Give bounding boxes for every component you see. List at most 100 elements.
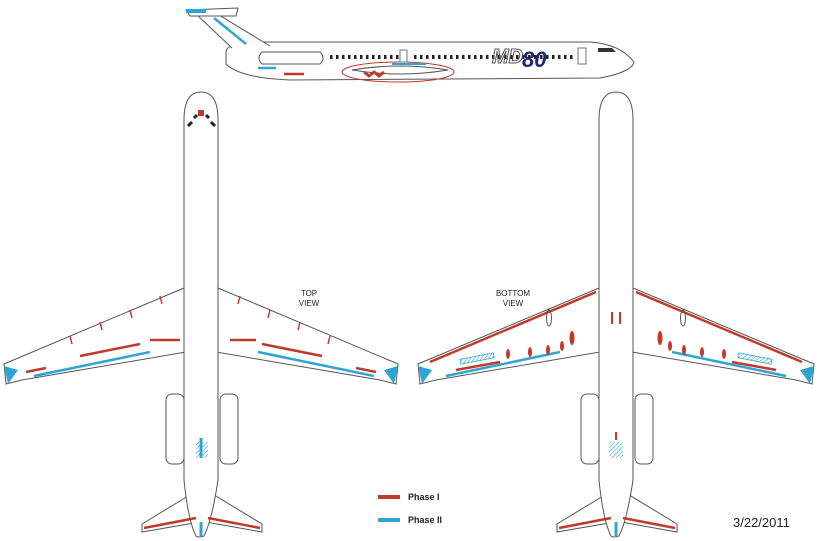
legend: Phase I Phase II xyxy=(378,490,442,536)
side-window xyxy=(444,55,447,59)
side-window xyxy=(396,55,399,59)
legend-item-phase2: Phase II xyxy=(378,513,442,527)
bottom-hatched-panel xyxy=(609,442,623,458)
top-phase2-right-wingtip xyxy=(384,366,398,384)
side-window xyxy=(528,55,531,59)
side-window xyxy=(372,55,375,59)
side-window xyxy=(516,55,519,59)
top-view xyxy=(3,91,399,538)
bottom-gear-doors xyxy=(546,309,686,327)
side-window xyxy=(378,55,381,59)
top-view-label: TOP VIEW xyxy=(284,289,334,309)
bottom-phase2-right-wingtip xyxy=(800,366,814,384)
side-window xyxy=(354,55,357,59)
bottom-view-label-line2: VIEW xyxy=(502,299,524,308)
side-tail-fin xyxy=(194,11,271,49)
side-phase2-fin xyxy=(213,17,247,45)
side-window xyxy=(342,55,345,59)
side-window xyxy=(558,55,561,59)
top-phase1-right-flap xyxy=(261,342,323,358)
bottom-left-engine xyxy=(580,393,600,465)
top-view-label-line1: TOP xyxy=(300,289,318,298)
side-cockpit-window xyxy=(598,48,616,52)
top-left-engine xyxy=(165,393,185,465)
side-window xyxy=(384,55,387,59)
top-view-label-line2: VIEW xyxy=(298,299,320,308)
bottom-phase1-left-leading xyxy=(429,290,597,364)
side-window xyxy=(456,55,459,59)
bottom-phase2-right-trailing xyxy=(671,350,787,378)
side-window xyxy=(540,55,543,59)
md80-logo-md: MD xyxy=(492,46,523,68)
top-spoiler-ticks xyxy=(69,295,331,345)
bottom-phase2-left-wingtip xyxy=(418,366,432,384)
side-window xyxy=(390,55,393,59)
legend-swatch-phase1 xyxy=(378,495,400,499)
side-window xyxy=(486,55,489,59)
top-phase1-left-htail xyxy=(143,516,197,530)
bottom-view xyxy=(417,91,815,538)
side-markings xyxy=(186,9,426,78)
side-window xyxy=(498,55,501,59)
side-window xyxy=(438,55,441,59)
side-window xyxy=(468,55,471,59)
legend-label-phase2: Phase II xyxy=(408,515,443,525)
top-phase1-left-flap xyxy=(79,342,141,358)
bottom-phase1-right-flap xyxy=(731,360,777,372)
top-right-engine xyxy=(219,393,239,465)
date-stamp: 3/22/2011 xyxy=(733,515,790,530)
top-left-wing xyxy=(3,287,187,385)
bottom-phase1-left-flap xyxy=(455,360,501,372)
bottom-view-label: BOTTOM VIEW xyxy=(488,289,538,309)
bottom-phase1-right-htail xyxy=(622,516,676,530)
legend-label-phase1: Phase I xyxy=(408,492,440,502)
legend-item-phase1: Phase I xyxy=(378,490,442,504)
side-window xyxy=(552,55,555,59)
side-door xyxy=(577,47,587,65)
bottom-phase2-left-trailing xyxy=(445,350,561,378)
top-phase1-left-tip xyxy=(25,366,47,374)
md80-logo-80: 80 xyxy=(522,47,547,72)
side-view xyxy=(185,7,635,83)
side-engine xyxy=(258,51,324,65)
top-phase2-left-trailing xyxy=(33,350,151,378)
side-window xyxy=(330,55,333,59)
side-window xyxy=(336,55,339,59)
side-window xyxy=(546,55,549,59)
side-window xyxy=(360,55,363,59)
side-window xyxy=(504,55,507,59)
side-phase1-flaps xyxy=(363,70,385,78)
side-wing xyxy=(341,61,455,83)
side-window xyxy=(534,55,537,59)
top-phase2-right-trailing xyxy=(257,350,375,378)
bottom-phase1-right-leading xyxy=(635,290,803,364)
side-window xyxy=(462,55,465,59)
bottom-fairings xyxy=(506,331,726,359)
side-window xyxy=(366,55,369,59)
bottom-right-engine xyxy=(634,393,654,465)
top-phase1-right-htail xyxy=(207,516,261,530)
top-phase2-left-wingtip xyxy=(4,366,18,384)
bottom-view-label-line1: BOTTOM xyxy=(495,289,531,298)
side-window xyxy=(570,55,573,59)
side-window xyxy=(480,55,483,59)
side-door-rear xyxy=(399,49,408,63)
side-window xyxy=(432,55,435,59)
top-phase1-right-tip xyxy=(355,366,377,374)
side-window xyxy=(522,55,525,59)
side-window xyxy=(564,55,567,59)
side-window xyxy=(492,55,495,59)
legend-swatch-phase2 xyxy=(378,518,400,522)
top-cockpit-marker xyxy=(198,110,204,116)
bottom-markings xyxy=(418,290,814,536)
side-window xyxy=(414,55,417,59)
side-window xyxy=(348,55,351,59)
bottom-phase2-right-hatch xyxy=(737,352,773,365)
bottom-fuselage xyxy=(598,91,634,538)
side-window xyxy=(474,55,477,59)
top-fuselage xyxy=(183,91,219,538)
side-window xyxy=(450,55,453,59)
top-cockpit-windows xyxy=(186,113,217,128)
side-window xyxy=(420,55,423,59)
